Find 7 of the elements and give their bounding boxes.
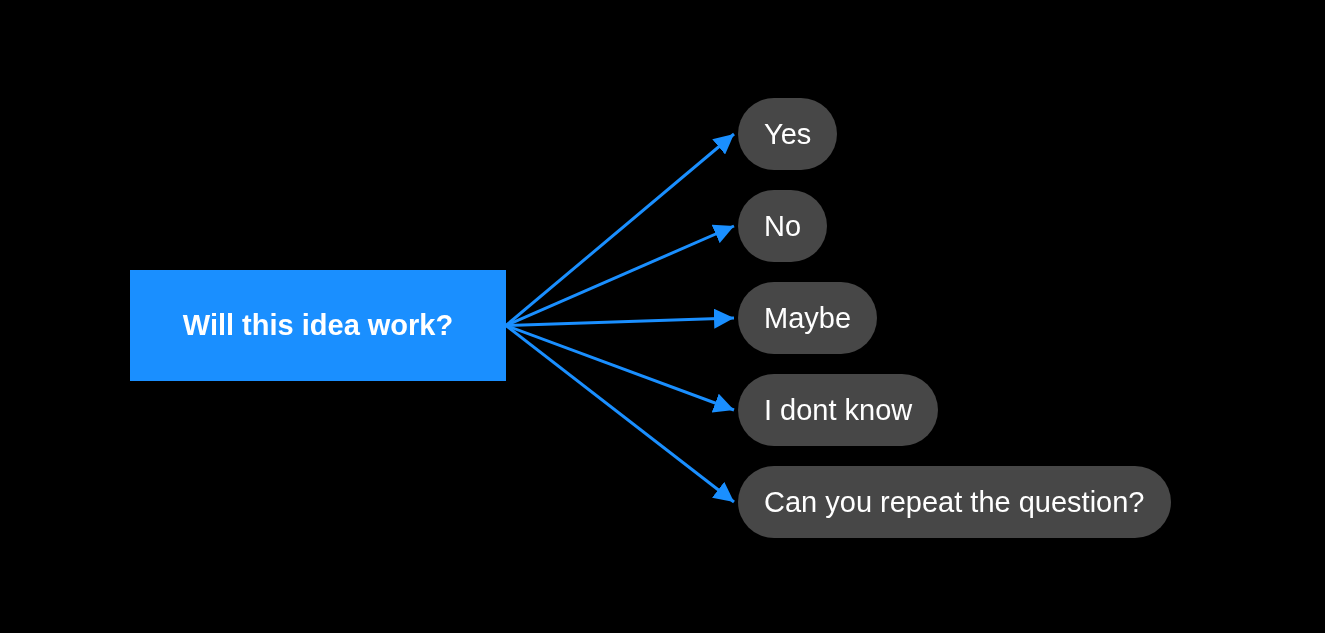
answer-pill: Can you repeat the question? <box>738 466 1171 538</box>
answer-pill: Yes <box>738 98 838 170</box>
arrow <box>505 324 735 504</box>
answer-pill: Maybe <box>738 282 878 354</box>
question-box: Will this idea work? <box>130 270 506 381</box>
answer-pill: No <box>738 190 828 262</box>
answer-pill: I dont know <box>738 374 939 446</box>
